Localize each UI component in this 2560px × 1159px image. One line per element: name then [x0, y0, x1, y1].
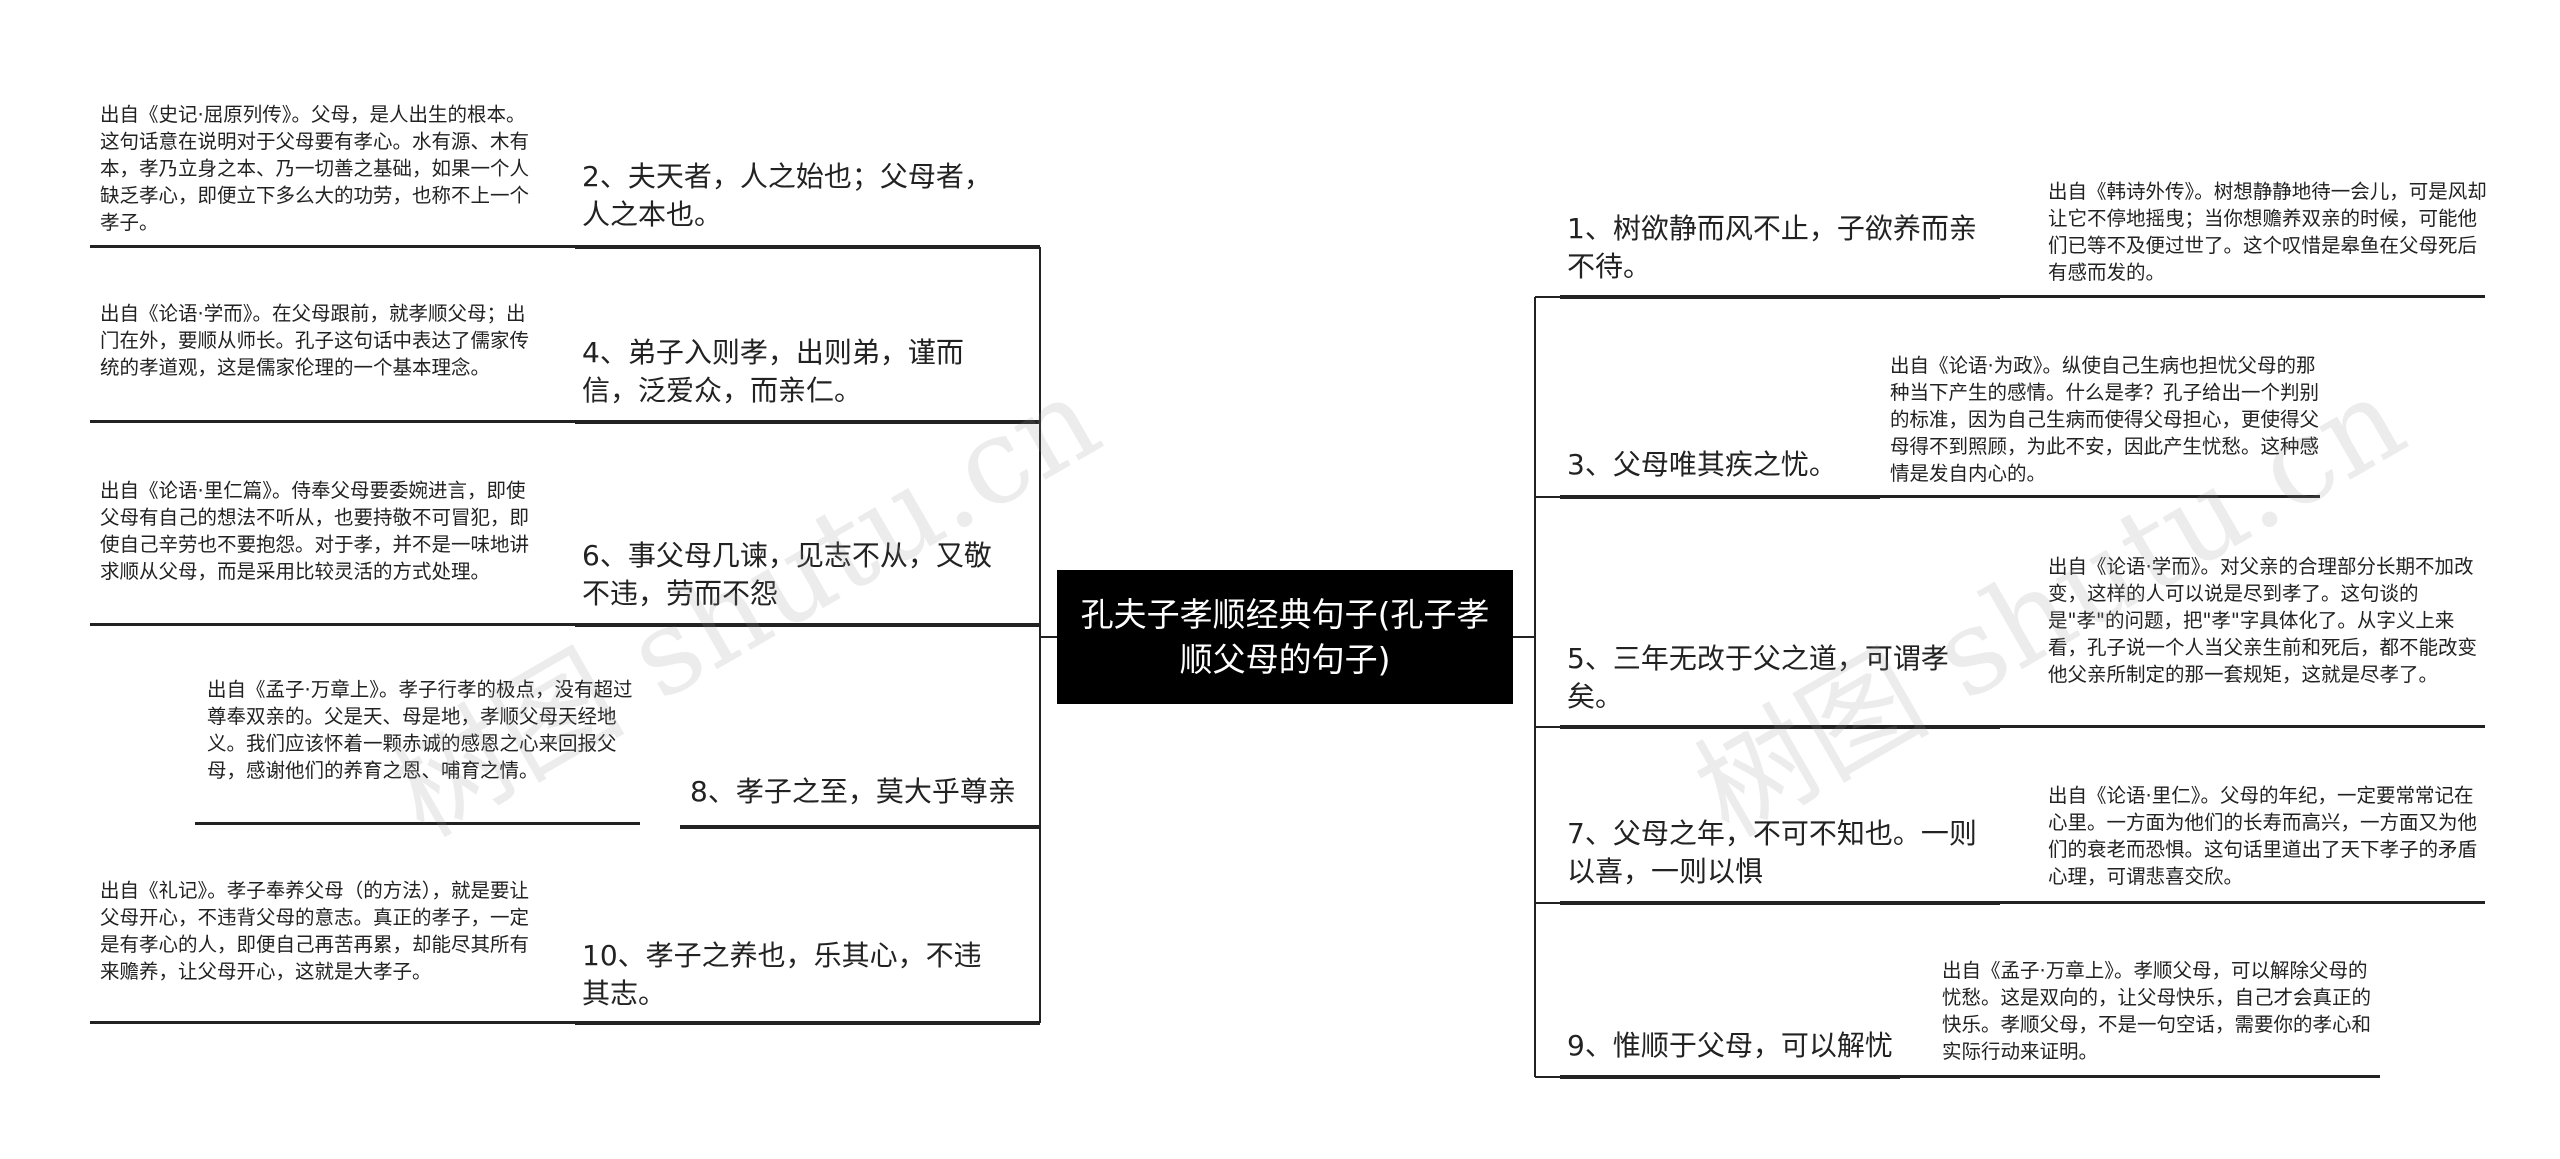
topic-underline	[1560, 901, 2000, 905]
branch-topic[interactable]: 4、弟子入则孝，出则弟，谨而信，泛爱众，而亲仁。	[582, 336, 964, 407]
branch-note: 出自《礼记》。孝子奉养父母（的方法），就是要让父母开心，不违背父母的意志。真正的…	[100, 879, 530, 983]
topic-underline	[1560, 725, 2000, 729]
branch-topic[interactable]: 7、父母之年，不可不知也。一则以喜，一则以惧	[1567, 817, 1977, 888]
branch-note: 出自《孟子·万章上》。孝子行孝的极点，没有超过尊奉双亲的。父是天、母是地，孝顺父…	[207, 678, 633, 782]
note-underline	[1880, 495, 2320, 498]
topic-underline	[1560, 1075, 1900, 1079]
branch-topic[interactable]: 9、惟顺于父母，可以解忧	[1567, 1029, 1893, 1062]
branch-topic[interactable]: 6、事父母几谏，见志不从，又敬不违，劳而不怨	[582, 539, 992, 610]
topic-underline	[1560, 295, 2000, 299]
topic-underline	[680, 825, 1040, 829]
note-underline	[2000, 295, 2485, 298]
topic-underline	[1560, 495, 1880, 499]
central-topic[interactable]: 孔夫子孝顺经典句子(孔子孝顺父母的句子)	[1057, 570, 1513, 704]
branch-topic[interactable]: 1、树欲静而风不止，子欲养而亲不待。	[1567, 212, 1977, 283]
branch-note: 出自《论语·里仁》。父母的年纪，一定要常常记在心里。一方面为他们的长寿而高兴，一…	[2048, 784, 2478, 888]
note-underline	[2000, 901, 2485, 904]
note-underline	[195, 822, 640, 825]
note-underline	[90, 1021, 580, 1024]
branch-note: 出自《论语·学而》。对父亲的合理部分长期不加改变，这样的人可以说是尽到孝了。这句…	[2048, 555, 2478, 686]
branch-topic[interactable]: 5、三年无改于父之道，可谓孝矣。	[1567, 642, 1949, 713]
branch-topic[interactable]: 2、夫天者，人之始也；父母者，人之本也。	[582, 160, 992, 231]
note-underline	[90, 420, 580, 423]
central-topic-title: 孔夫子孝顺经典句子(孔子孝顺父母的句子)	[1080, 595, 1490, 679]
branch-note: 出自《论语·学而》。在父母跟前，就孝顺父母；出门在外，要顺从师长。孔子这句话中表…	[100, 302, 530, 379]
branch-note: 出自《史记·屈原列传》。父母，是人出生的根本。这句话意在说明对于父母要有孝心。水…	[100, 103, 530, 234]
branch-note: 出自《孟子·万章上》。孝顺父母，可以解除父母的忧愁。这是双向的，让父母快乐，自己…	[1942, 959, 2372, 1063]
branch-topic[interactable]: 8、孝子之至，莫大乎尊亲	[690, 775, 1016, 808]
note-underline	[90, 245, 580, 248]
branch-note: 出自《论语·为政》。纵使自己生病也担忧父母的那种当下产生的感情。什么是孝？孔子给…	[1890, 354, 2320, 485]
note-underline	[2000, 725, 2485, 728]
topic-underline	[575, 623, 1040, 627]
note-underline	[1900, 1075, 2380, 1078]
note-underline	[90, 623, 580, 626]
topic-underline	[575, 1021, 1040, 1025]
branch-note: 出自《论语·里仁篇》。侍奉父母要委婉进言，即使父母有自己的想法不听从，也要持敬不…	[100, 479, 530, 583]
topic-underline	[575, 420, 1040, 424]
branch-note: 出自《韩诗外传》。树想静静地待一会儿，可是风却让它不停地摇曳；当你想赡养双亲的时…	[2048, 180, 2487, 284]
topic-underline	[575, 245, 1040, 249]
branch-topic[interactable]: 3、父母唯其疾之忧。	[1567, 448, 1837, 481]
branch-topic[interactable]: 10、孝子之养也，乐其心，不违其志。	[582, 939, 982, 1010]
